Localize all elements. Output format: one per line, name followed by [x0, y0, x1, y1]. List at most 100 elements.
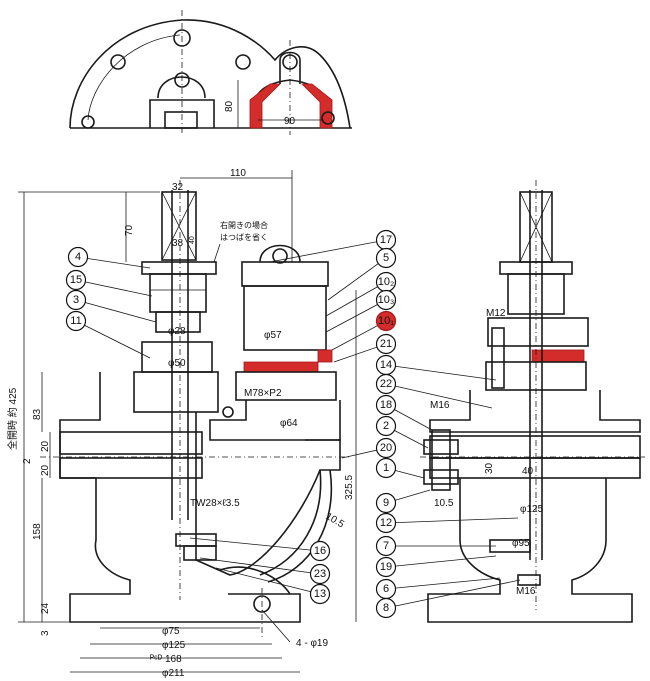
- callout-leader: [189, 537, 321, 552]
- dim-158: 158: [32, 523, 43, 540]
- callout-circle: [375, 247, 397, 269]
- dim-bolts: 4 - φ19: [296, 638, 328, 649]
- dim-overall: 全開時 約 425: [6, 387, 19, 450]
- callout-label: 1: [383, 462, 389, 474]
- callout-circle: [67, 246, 89, 268]
- callout-circle: [375, 437, 397, 459]
- dim-flange-125: φ125: [162, 640, 186, 651]
- dim-40-note: 40: [189, 236, 196, 244]
- dim-pcd: ᴾᶜᴰ 168: [150, 654, 182, 665]
- dim-20b: 20: [40, 464, 51, 476]
- dim-110: 110: [230, 168, 246, 179]
- note-line-2: はつばを省く: [220, 232, 268, 242]
- dim-wall-10-5: 10.5: [324, 511, 347, 530]
- callout-circle: [309, 583, 331, 605]
- top-view: 80 90: [69, 10, 352, 135]
- front-dim-m16-bot: M16: [516, 586, 536, 597]
- callout-circle: [309, 563, 331, 585]
- dim-bonnet-57: φ57: [264, 330, 282, 341]
- dim-thread-tw: TW28×ℓ3.5: [190, 498, 240, 509]
- callout-circle: [375, 492, 397, 514]
- callout-circle: [375, 333, 397, 355]
- dim-325: 325.5: [344, 475, 355, 500]
- dim-38: 38: [172, 238, 184, 249]
- dim-24: 24: [40, 602, 51, 614]
- callout-leader: [385, 577, 501, 590]
- callout-label: 21: [380, 338, 392, 350]
- callout-circle: [375, 597, 397, 619]
- callout-label: 13: [314, 588, 326, 600]
- callout-label: 14: [380, 359, 392, 371]
- callout-leader: [325, 281, 387, 317]
- callout-label: 6: [383, 583, 389, 595]
- callout-label: 23: [314, 568, 326, 580]
- callout-label: 4: [75, 251, 81, 263]
- callout-circle: [375, 457, 397, 479]
- callout-label: 10₂: [378, 276, 395, 288]
- callout-label: 10₁: [378, 315, 394, 327]
- front-dim-m12: M12: [486, 308, 506, 319]
- callout-circle: [309, 540, 331, 562]
- callout-leader: [385, 364, 497, 381]
- callout-label: 7: [383, 540, 389, 552]
- callout-label: 10₃: [378, 294, 395, 306]
- callout-circle: [375, 512, 397, 534]
- callout-label: 2: [383, 420, 389, 432]
- top-dim-90: 90: [284, 116, 296, 127]
- callout-circle: [65, 289, 87, 311]
- callout-leader: [331, 320, 387, 351]
- dim-shaft-28: φ28: [168, 326, 186, 337]
- front-dim-m16-top: M16: [430, 400, 450, 411]
- front-dim-30: 30: [484, 462, 495, 474]
- dim-2: 2: [22, 458, 33, 464]
- callout-label: 17: [380, 234, 392, 246]
- dim-shaft-50: φ50: [168, 358, 186, 369]
- callout-circle: [65, 269, 87, 291]
- callout-circle: [375, 373, 397, 395]
- callout-label: 20: [380, 442, 392, 454]
- callout-label: 15: [70, 274, 82, 286]
- callout-label: 11: [70, 315, 81, 327]
- dim-flange-75: φ75: [162, 626, 180, 637]
- dim-thread-m78: M78×P2: [244, 388, 282, 399]
- dim-70: 70: [124, 224, 135, 236]
- dim-top-32: 32: [172, 182, 184, 193]
- callout-label: 22: [380, 378, 392, 390]
- callout-leader: [269, 239, 387, 263]
- callout-label: 19: [380, 561, 392, 573]
- dim-flange-211: φ211: [162, 668, 185, 679]
- callout-label: 18: [380, 399, 392, 411]
- dim-3: 3: [40, 630, 51, 636]
- callout-leader: [75, 299, 157, 323]
- callout-label: 12: [380, 517, 392, 529]
- callout-circle: [375, 556, 397, 578]
- callout-label: 5: [383, 252, 389, 264]
- dim-bore-64: φ64: [280, 418, 298, 429]
- callout-leader: [77, 256, 151, 269]
- front-dim-40: 40: [522, 466, 534, 477]
- callout-leader: [385, 383, 493, 409]
- front-dim-10-5: 10.5: [434, 498, 454, 509]
- callout-leader: [199, 557, 321, 575]
- callout-leader: [75, 320, 151, 359]
- front-dim-95: φ95: [512, 538, 530, 549]
- callout-leader: [325, 299, 387, 333]
- callout-label: 9: [383, 497, 389, 509]
- callout-circle: [375, 394, 397, 416]
- callout-circle: [375, 310, 397, 332]
- callout-leader: [327, 257, 387, 301]
- callout-leader: [75, 279, 153, 297]
- callout-label: 16: [314, 545, 326, 557]
- top-dim-80: 80: [224, 100, 235, 112]
- callout-leader: [385, 579, 521, 609]
- dim-83: 83: [32, 408, 43, 420]
- callout-bubbles: 41531117510₂10₃10₁2114221822019127196816…: [65, 229, 521, 619]
- callout-circle: [375, 289, 397, 311]
- callout-circle: [65, 310, 87, 332]
- side-view: 32 110 70 38 40 φ28 φ50 φ57 M78×P2 φ64 全…: [6, 168, 357, 679]
- note-line-1: 右開きの場合: [220, 220, 268, 230]
- callout-leader: [385, 517, 519, 524]
- callout-label: 3: [73, 294, 79, 306]
- callout-circle: [375, 535, 397, 557]
